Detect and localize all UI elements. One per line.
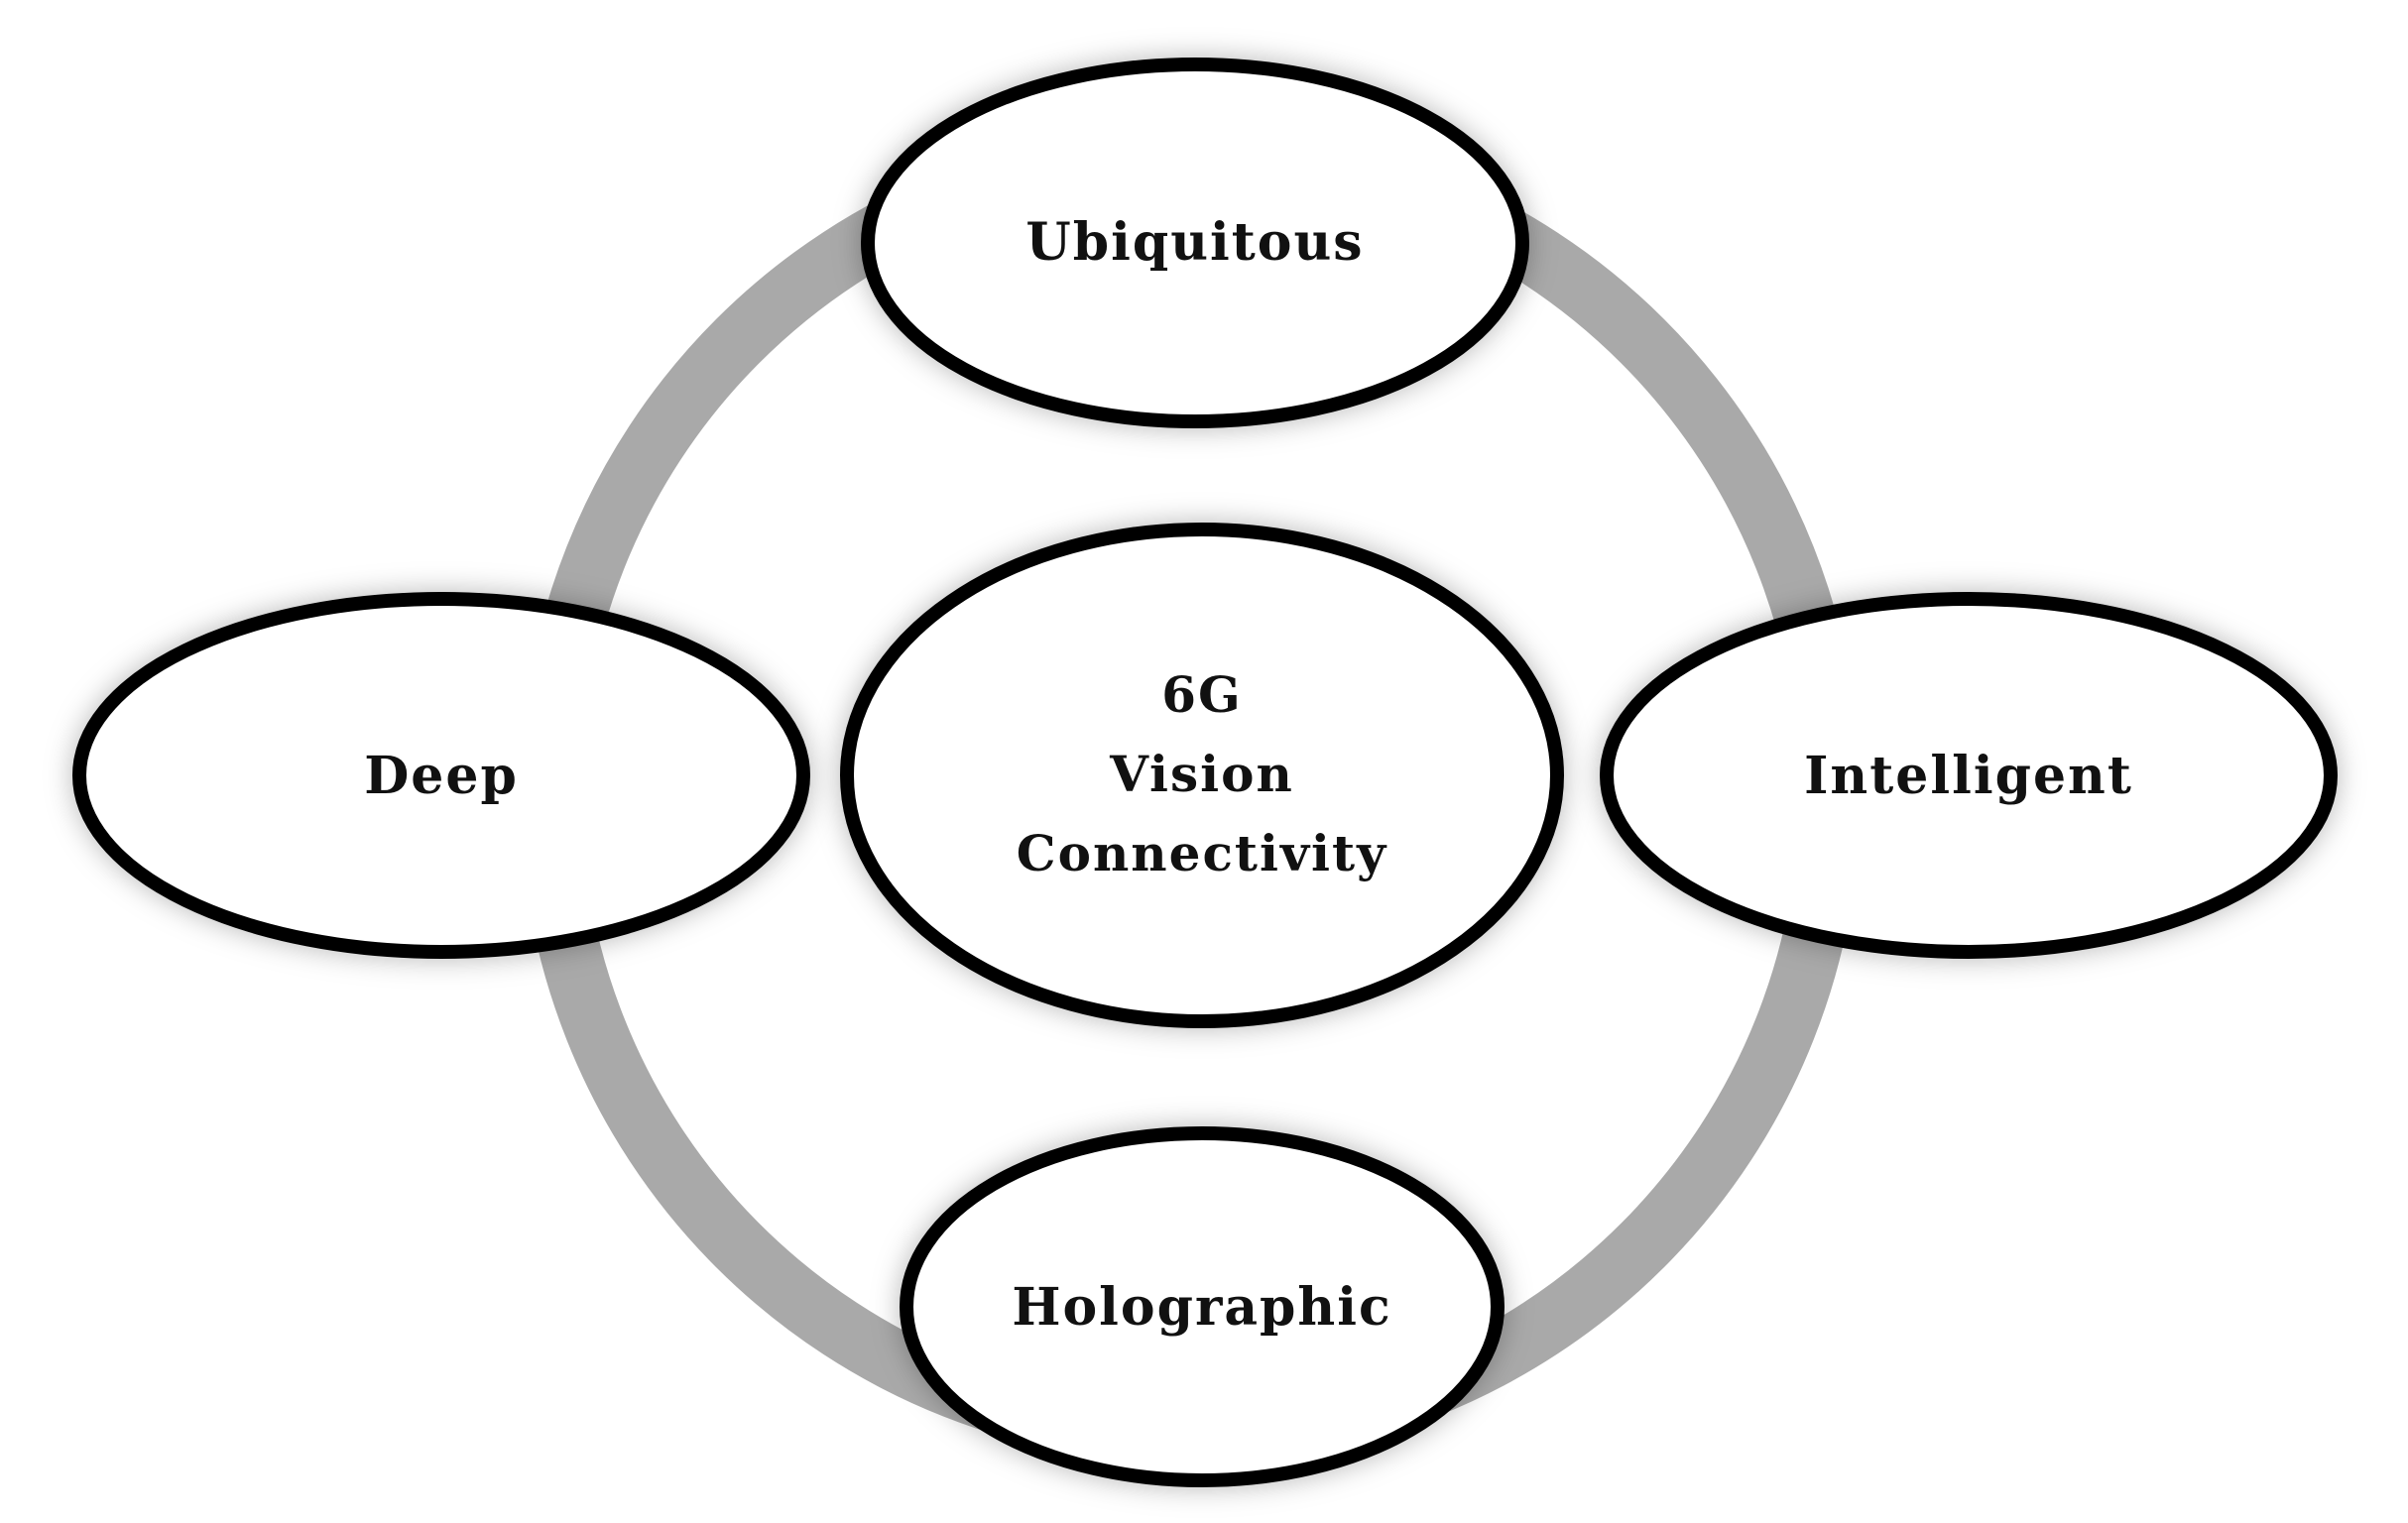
node-holographic: Holographic bbox=[900, 1126, 1505, 1487]
center-line-2: Vision bbox=[1109, 745, 1294, 803]
node-ubiquitous-label: Ubiquitous bbox=[1025, 212, 1364, 273]
node-intelligent-label: Intelligent bbox=[1804, 746, 2133, 806]
node-center-shape bbox=[840, 523, 1564, 1028]
node-holographic-shape bbox=[900, 1126, 1505, 1487]
node-intelligent-shape bbox=[1600, 592, 2338, 959]
node-holographic-label: Holographic bbox=[1012, 1277, 1391, 1338]
node-intelligent: Intelligent bbox=[1600, 592, 2338, 959]
node-ubiquitous: Ubiquitous bbox=[861, 58, 1529, 428]
node-deep-shape bbox=[72, 592, 810, 959]
node-deep-label: Deep bbox=[364, 746, 519, 806]
center-line-1: 6G bbox=[1161, 665, 1243, 724]
node-center: 6G Vision Connectivity bbox=[840, 523, 1564, 1028]
center-line-3: Connectivity bbox=[1017, 824, 1387, 882]
node-ubiquitous-shape bbox=[861, 58, 1529, 428]
node-deep: Deep bbox=[72, 592, 810, 959]
